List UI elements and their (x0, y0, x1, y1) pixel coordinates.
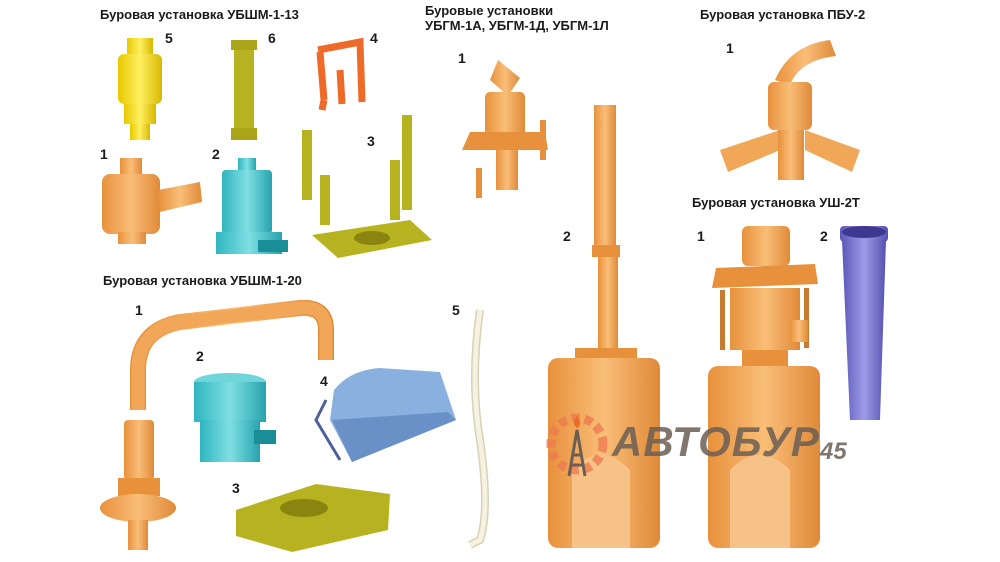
part-number: 3 (367, 133, 375, 149)
heading-ubshm-1-13: Буровая установка УБШМ-1-13 (100, 7, 299, 22)
part-number: 5 (165, 30, 173, 46)
part-number: 1 (135, 302, 143, 318)
part-4-red-bracket (316, 37, 366, 111)
part-number: 1 (726, 40, 734, 56)
part-3-olive-frame (302, 115, 432, 258)
part-2-cyan-clamp (216, 158, 288, 254)
part-number: 4 (370, 30, 378, 46)
heading-ubshm-1-20: Буровая установка УБШМ-1-20 (103, 273, 302, 288)
part-number: 2 (196, 348, 204, 364)
heading-ush-2t: Буровая установка УШ-2Т (692, 195, 860, 210)
ubgm-part-2-rotator (548, 105, 660, 548)
heading-ubgm-line2: УБГМ-1А, УБГМ-1Д, УБГМ-1Л (425, 18, 609, 33)
part-number: 1 (697, 228, 705, 244)
ubshm20-part-1-gooseneck (100, 299, 334, 550)
ubshm20-part-2-cyan-clamp (194, 373, 276, 462)
watermark-text: АВТОБУР (612, 418, 820, 465)
ush2t-part-1-rotator (708, 226, 820, 548)
ubshm20-part-5-hose (468, 309, 489, 549)
ubshm20-part-3-olive-base (236, 484, 390, 552)
part-number: 6 (268, 30, 276, 46)
ush2t-part-2-purple-pipe (840, 226, 888, 420)
derrick-gear-logo-icon (546, 413, 608, 477)
pbu2-part-1-swivel (720, 40, 860, 180)
part-number: 2 (563, 228, 571, 244)
part-number: 4 (320, 373, 328, 389)
watermark-suffix: 45 (820, 438, 847, 465)
part-1-orange-swivel (102, 158, 202, 244)
heading-ubgm-line1: Буровые установки (425, 3, 554, 18)
part-number: 3 (232, 480, 240, 496)
part-6-olive-pipe (231, 40, 257, 140)
heading-pbu-2: Буровая установка ПБУ-2 (700, 7, 866, 22)
part-number: 1 (100, 146, 108, 162)
part-number: 5 (452, 302, 460, 318)
part-number: 2 (820, 228, 828, 244)
part-number: 1 (458, 50, 466, 66)
ubshm20-part-4-blue-hood (314, 368, 456, 462)
part-number: 2 (212, 146, 220, 162)
part-5-yellow-swivel (118, 38, 162, 140)
ubgm-part-1-swivel (462, 60, 548, 198)
